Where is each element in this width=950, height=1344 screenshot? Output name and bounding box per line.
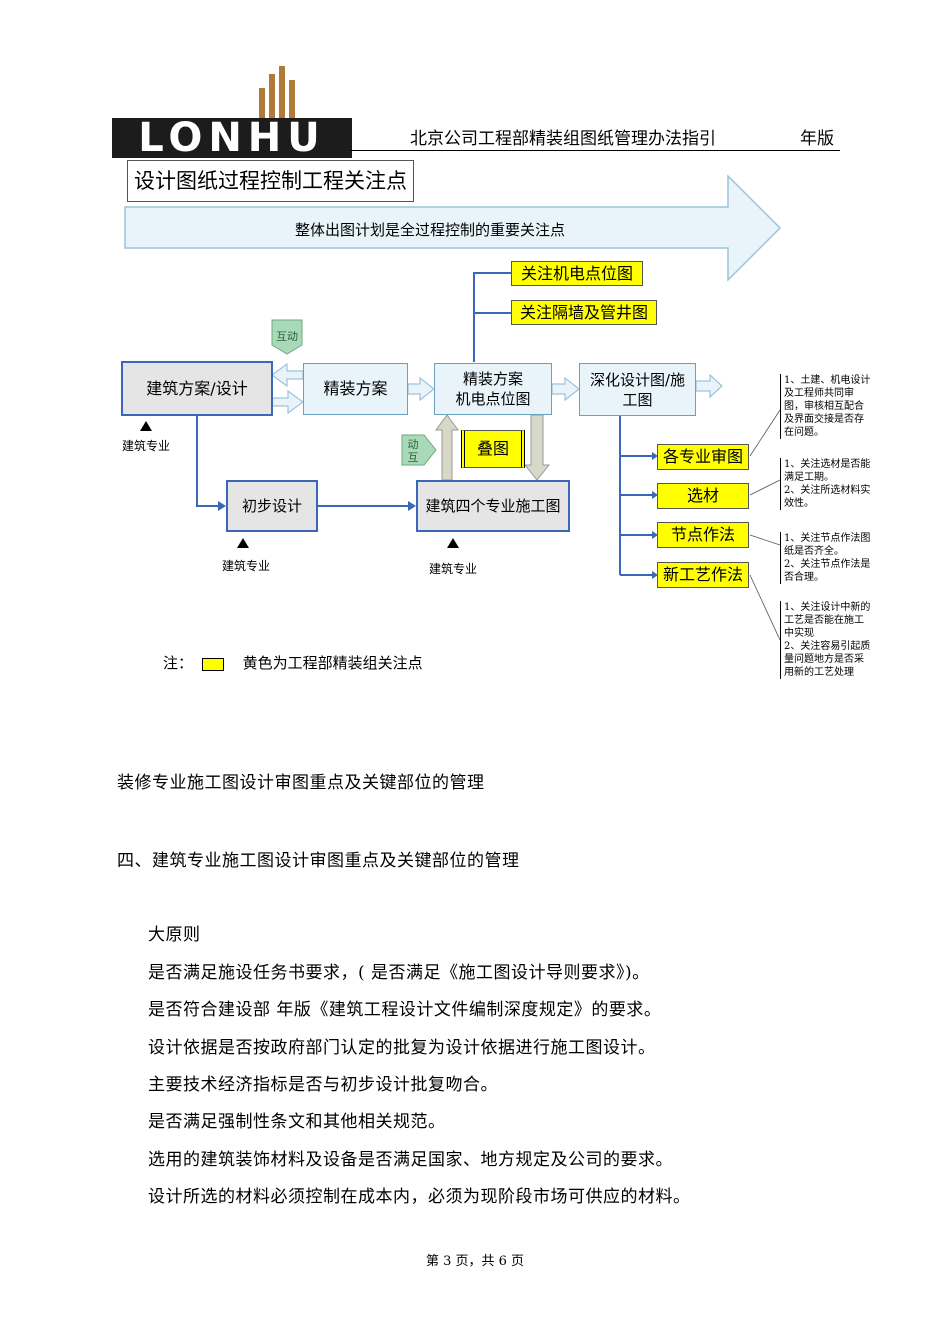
tag-interact-left (401, 434, 437, 466)
section4-heading: 四、建筑专业施工图设计审图重点及关键部位的管理 (117, 851, 520, 871)
header-title: 北京公司工程部精装组图纸管理办法指引 (410, 129, 716, 149)
box-prelim: 初步设计 (226, 480, 318, 532)
box-detail-line1: 深化设计图/施 (589, 370, 686, 389)
note-review-line: 1、土建、机电设计 (784, 375, 871, 386)
principle-item: 是否符合建设部 年版《建筑工程设计文件编制深度规定》的要求。 (148, 1000, 662, 1020)
note-joints-line: 2、关注节点作法是 (784, 559, 871, 570)
principle-item: 是否满足施设任务书要求，( 是否满足《施工图设计导则要求》)。 (148, 963, 650, 983)
note-material-line: 效性。 (784, 498, 814, 509)
page-footer: 第 3 页，共 6 页 (425, 1254, 525, 1269)
legend-text: 黄色为工程部精装组关注点 (242, 654, 423, 672)
box-finish-mep-line2: 机电点位图 (455, 390, 531, 408)
house-marker-3 (447, 538, 459, 548)
note-new-process-line: 工艺是否能在施工 (784, 615, 864, 626)
tag-interact-left-line1: 动 (407, 438, 419, 451)
yellow-joints: 节点作法 (657, 522, 749, 548)
box-detail-design: 深化设计图/施 工图 (579, 363, 696, 416)
header-year: 年版 (800, 129, 834, 149)
note-material-line: 2、关注所选材料实 (784, 485, 871, 496)
note-material: 1、关注选材是否能 满足工期。 2、关注所选材料实 效性。 (780, 458, 880, 510)
principle-item: 是否满足强制性条文和其他相关规范。 (148, 1112, 446, 1132)
yellow-new-process: 新工艺作法 (657, 562, 749, 588)
line-to-top-notes (473, 272, 511, 362)
specialty-label-1: 建筑专业 (122, 439, 171, 453)
note-review-line: 图，审核相互配合 (784, 401, 864, 412)
note-review-line: 及工程师共同审 (784, 388, 854, 399)
note-new-process-line: 量问题地方是否采 (784, 654, 864, 665)
line-detail-branches (619, 416, 656, 576)
arrow-plan-to-mep (407, 376, 435, 402)
logo-bar (112, 118, 352, 158)
note-new-process-line: 2、关注容易引起质 (784, 641, 871, 652)
principle-heading: 大原则 (148, 925, 201, 945)
line-arch-to-prelim (196, 416, 218, 507)
arrow-right-hollow (271, 389, 305, 415)
box-detail-line2: 工图 (622, 390, 653, 409)
legend: 注： 黄色为工程部精装组关注点 (163, 652, 423, 673)
note-joints: 1、关注节点作法图 纸是否齐全。 2、关注节点作法是 否合理。 (780, 532, 880, 584)
header-rule (350, 150, 840, 151)
house-marker-2 (237, 538, 249, 548)
tag-interact-top-label: 互动 (276, 330, 298, 343)
logo-text: LONHU (138, 115, 326, 161)
tag-interact-top (271, 319, 303, 355)
yellow-overlay: 叠图 (461, 430, 525, 468)
yellow-material: 选材 (657, 483, 749, 509)
yellow-review: 各专业审图 (657, 444, 749, 470)
tag-interact-left-label: 动 互 (404, 438, 422, 464)
arrow-left-hollow (270, 362, 304, 388)
specialty-label-3: 建筑专业 (429, 562, 478, 576)
box-finish-mep: 精装方案 机电点位图 (434, 363, 552, 415)
box-finish-mep-line1: 精装方案 (462, 370, 523, 388)
note-review-line: 及界面交接是否存 (784, 414, 864, 425)
box-finish-plan: 精装方案 (303, 363, 408, 415)
tag-interact-left-line2: 互 (407, 451, 419, 464)
body-line1: 装修专业施工图设计审图重点及关键部位的管理 (117, 773, 485, 793)
note-joints-line: 纸是否齐全。 (784, 546, 844, 557)
specialty-label-2: 建筑专业 (222, 559, 271, 573)
banner-arrow (124, 174, 782, 282)
legend-swatch (201, 657, 224, 671)
legend-prefix: 注： (163, 654, 194, 672)
note-joints-line: 否合理。 (784, 572, 824, 583)
arrow-up-overlay (435, 414, 459, 481)
box-four-specialty: 建筑四个专业施工图 (416, 480, 570, 532)
yellow-partition: 关注隔墙及管井图 (511, 300, 657, 325)
principle-item: 设计依据是否按政府部门认定的批复为设计依据进行施工图设计。 (148, 1038, 656, 1058)
note-leaders (749, 409, 781, 641)
note-material-line: 1、关注选材是否能 (784, 459, 871, 470)
note-new-process-line: 用新的工艺处理 (784, 667, 854, 678)
arrow-detail-out (695, 373, 723, 399)
principle-item: 设计所选的材料必须控制在成本内，必须为现阶段市场可供应的材料。 (148, 1187, 691, 1207)
note-new-process-line: 中实现 (784, 628, 814, 639)
arrow-mep-to-detail (551, 376, 580, 402)
note-joints-line: 1、关注节点作法图 (784, 533, 871, 544)
note-new-process: 1、关注设计中新的 工艺是否能在施工 中实现 2、关注容易引起质 量问题地方是否… (780, 601, 880, 679)
yellow-mep-points: 关注机电点位图 (511, 261, 643, 286)
principle-item: 主要技术经济指标是否与初步设计批复吻合。 (148, 1075, 498, 1095)
note-review: 1、土建、机电设计 及工程师共同审 图，审核相互配合 及界面交接是否存 在问题。 (780, 374, 880, 439)
diagram-connectors (124, 174, 782, 641)
note-review-line: 在问题。 (784, 427, 824, 438)
note-material-line: 满足工期。 (784, 472, 834, 483)
arrow-down-overlay (523, 414, 551, 481)
logo-building-icon (259, 66, 295, 126)
house-marker-1 (140, 421, 152, 431)
box-arch-design: 建筑方案/设计 (121, 361, 273, 416)
diagram-title: 设计图纸过程控制工程关注点 (127, 160, 414, 202)
principle-item: 选用的建筑装饰材料及设备是否满足国家、地方规定及公司的要求。 (148, 1150, 673, 1170)
note-new-process-line: 1、关注设计中新的 (784, 602, 871, 613)
banner-text: 整体出图计划是全过程控制的重要关注点 (294, 221, 565, 239)
